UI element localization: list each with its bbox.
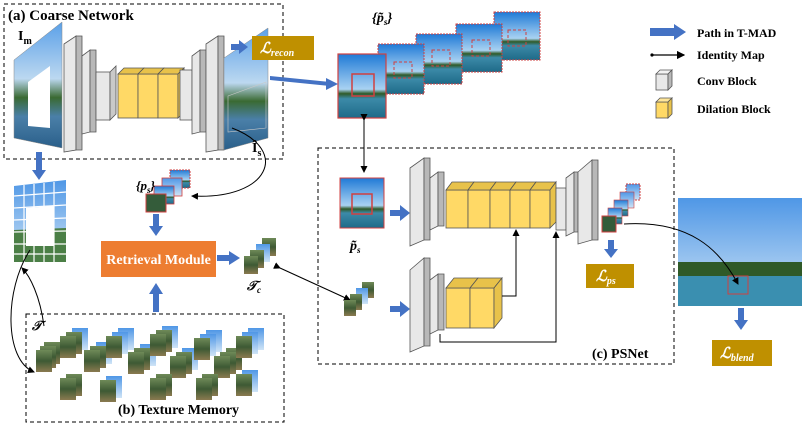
retrieval-to-tc-arrow — [217, 251, 240, 265]
ps-set-label: {ps} — [136, 178, 156, 195]
tc-link-arrow — [273, 262, 351, 301]
ps-patch-stack — [145, 169, 191, 213]
masked-input-image — [13, 21, 63, 149]
output-to-ps-tilde-arrow — [270, 76, 338, 90]
ps-tilde-label: p̃s — [349, 239, 361, 255]
output-to-ps-arrow — [191, 127, 266, 200]
grid-patches — [13, 180, 67, 262]
svg-text:Retrieval Module: Retrieval Module — [106, 253, 211, 268]
legend-identity: Identity Map — [697, 48, 765, 62]
svg-text:ℒblend: ℒblend — [720, 346, 755, 364]
psnet-title: (c) PSNet — [592, 347, 649, 362]
svg-text:ℒrecon: ℒrecon — [260, 41, 295, 59]
gray-cube-icon — [655, 69, 673, 91]
ps-tilde-patch-stack — [337, 11, 541, 119]
retrieval-module: Retrieval Module — [101, 241, 216, 277]
input-label: Im — [18, 29, 32, 47]
recon-arrow — [231, 40, 248, 54]
output-label: Îs — [252, 139, 261, 159]
loss-blend: ℒblend — [712, 340, 772, 366]
psnet-panel: (c) PSNet p̃s — [317, 147, 675, 365]
texture-memory-title: (b) Texture Memory — [118, 403, 239, 418]
texture-memory-panel: 𝒯 (b) Texture Memory — [25, 313, 285, 423]
ps-tilde-set-label: {p̃s} — [372, 11, 392, 27]
grid-to-memory-arrow — [10, 249, 35, 374]
yellow-cube-icon — [655, 97, 673, 119]
coarse-network-title: (a) Coarse Network — [8, 8, 134, 24]
legend-path: Path in T-MAD — [697, 26, 777, 40]
texture-memory-symbol: 𝒯 — [31, 318, 47, 333]
coarse-network-panel: (a) Coarse Network Im — [3, 3, 284, 160]
memory-to-retrieval-arrow — [149, 283, 163, 312]
loss-ps: ℒps — [586, 264, 634, 288]
legend-dilation: Dilation Block — [697, 102, 771, 116]
ps-to-retrieval-arrow — [149, 214, 163, 236]
black-arrow-icon — [650, 50, 686, 60]
blue-arrow-icon — [650, 24, 686, 40]
loss-recon: ℒrecon — [252, 36, 314, 60]
texture-patch-stacks — [36, 326, 264, 402]
svg-text:ℒps: ℒps — [596, 269, 616, 287]
tc-label: 𝒯c — [246, 278, 262, 295]
blend-arrow — [734, 308, 748, 330]
blended-output-image — [678, 198, 802, 306]
legend-conv: Conv Block — [697, 74, 757, 88]
decoder-conv-blocks — [191, 35, 225, 153]
mask-to-grid-arrow — [32, 152, 46, 180]
encoder-conv-blocks — [63, 35, 97, 153]
tc-patch-stack — [244, 238, 276, 274]
psnet-to-blend-arrow — [623, 223, 739, 285]
legend: Path in T-MAD Identity Map Conv Block Di… — [650, 24, 777, 119]
psnet-output-patches — [601, 183, 641, 233]
coarse-dilation-blocks — [95, 65, 193, 121]
memory-to-grid-arrow — [21, 267, 45, 327]
